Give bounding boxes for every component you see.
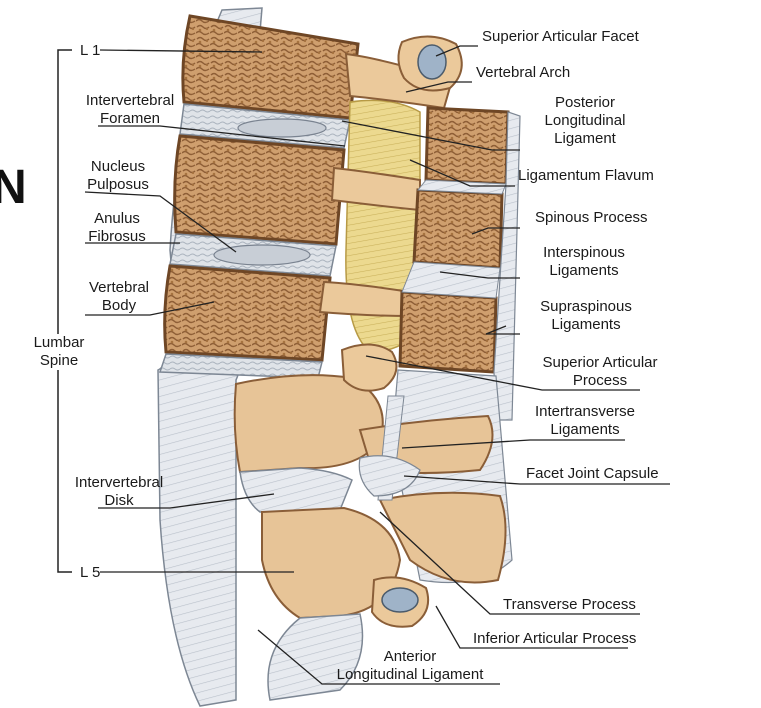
label-line: Intervertebral xyxy=(85,92,175,109)
label-vertebral-arch: Vertebral Arch xyxy=(476,64,571,81)
label-line: Process xyxy=(572,372,628,389)
label-interspinous-ligaments: Interspinous Ligaments xyxy=(528,244,640,280)
label-line: Foramen xyxy=(99,110,161,127)
spinous-process-2 xyxy=(412,188,504,270)
label-line: Superior Articular xyxy=(542,354,658,371)
vertebral-arch-pedicle-1 xyxy=(344,52,454,110)
label-ligamentum-flavum: Ligamentum Flavum xyxy=(518,167,654,184)
label-line: Spine xyxy=(39,352,79,369)
superior-articular-process-lower xyxy=(340,343,398,392)
spinous-process-3 xyxy=(398,290,498,374)
vertebral-body-l2 xyxy=(173,134,346,246)
label-line: Interspinous xyxy=(543,244,625,261)
transverse-process-l5 xyxy=(378,491,507,584)
superior-articular-facet-cartilage xyxy=(417,44,447,80)
nucleus-pulposus-2 xyxy=(213,244,311,266)
facet-joint-capsule xyxy=(358,455,421,497)
label-line: Disk xyxy=(104,492,134,509)
lumbar-spine-bracket xyxy=(57,49,72,573)
label-line: Posterior xyxy=(554,94,616,111)
label-line: Pulposus xyxy=(87,176,149,193)
nucleus-pulposus-1 xyxy=(237,118,327,138)
label-line: Ligaments xyxy=(549,262,619,279)
edge-glyph: N xyxy=(0,161,27,214)
vertebral-body-l3 xyxy=(163,264,332,362)
vertebral-body-l1 xyxy=(181,14,360,120)
label-lumbar-spine: Lumbar Spine xyxy=(24,334,94,370)
label-line: Anulus xyxy=(94,210,140,227)
label-line: Supraspinous xyxy=(540,298,632,315)
label-line: Anterior xyxy=(383,648,437,665)
label-line: Intervertebral xyxy=(74,474,164,491)
label-line: Ligaments xyxy=(551,316,621,333)
label-posterior-longitudinal-ligament: Posterior Longitudinal Ligament xyxy=(530,94,640,148)
disk-l4-l5-exterior xyxy=(239,467,353,513)
label-anulus-fibrosus: Anulus Fibrosus xyxy=(76,210,158,246)
label-line: Longitudinal xyxy=(544,112,626,129)
inferior-articular-process-cartilage xyxy=(381,587,419,613)
label-vertebral-body: Vertebral Body xyxy=(76,279,162,315)
label-line: Longitudinal Ligament xyxy=(336,666,484,683)
label-nucleus-pulposus: Nucleus Pulposus xyxy=(74,158,162,194)
sacral-ligament-tail xyxy=(267,613,364,701)
label-line: Body xyxy=(101,297,137,314)
label-line: Nucleus xyxy=(90,158,146,175)
label-intervertebral-disk: Intervertebral Disk xyxy=(60,474,178,510)
label-line: Lumbar xyxy=(33,334,85,351)
label-facet-joint-capsule: Facet Joint Capsule xyxy=(526,465,659,482)
label-line: Ligaments xyxy=(550,421,620,438)
label-superior-articular-facet: Superior Articular Facet xyxy=(482,28,639,45)
label-line: Intertransverse xyxy=(534,403,636,420)
label-superior-articular-process: Superior Articular Process xyxy=(526,354,674,390)
label-line: Fibrosus xyxy=(88,228,146,245)
label-l1: L 1 xyxy=(80,42,101,59)
interspinous-ligament-1 xyxy=(416,179,507,195)
label-transverse-process: Transverse Process xyxy=(503,596,636,613)
label-inferior-articular-process: Inferior Articular Process xyxy=(473,630,637,647)
leader-lines xyxy=(84,45,670,685)
label-supraspinous-ligaments: Supraspinous Ligaments xyxy=(526,298,646,334)
label-l5: L 5 xyxy=(80,564,101,581)
label-line: Ligament xyxy=(554,130,616,147)
label-line: Vertebral xyxy=(88,279,150,296)
interspinous-ligament-2 xyxy=(401,261,501,299)
label-anterior-longitudinal-ligament: Anterior Longitudinal Ligament xyxy=(318,648,502,684)
label-intertransverse-ligaments: Intertransverse Ligaments xyxy=(522,403,648,439)
label-intervertebral-foramen: Intervertebral Foramen xyxy=(72,92,188,128)
label-spinous-process: Spinous Process xyxy=(535,209,648,226)
